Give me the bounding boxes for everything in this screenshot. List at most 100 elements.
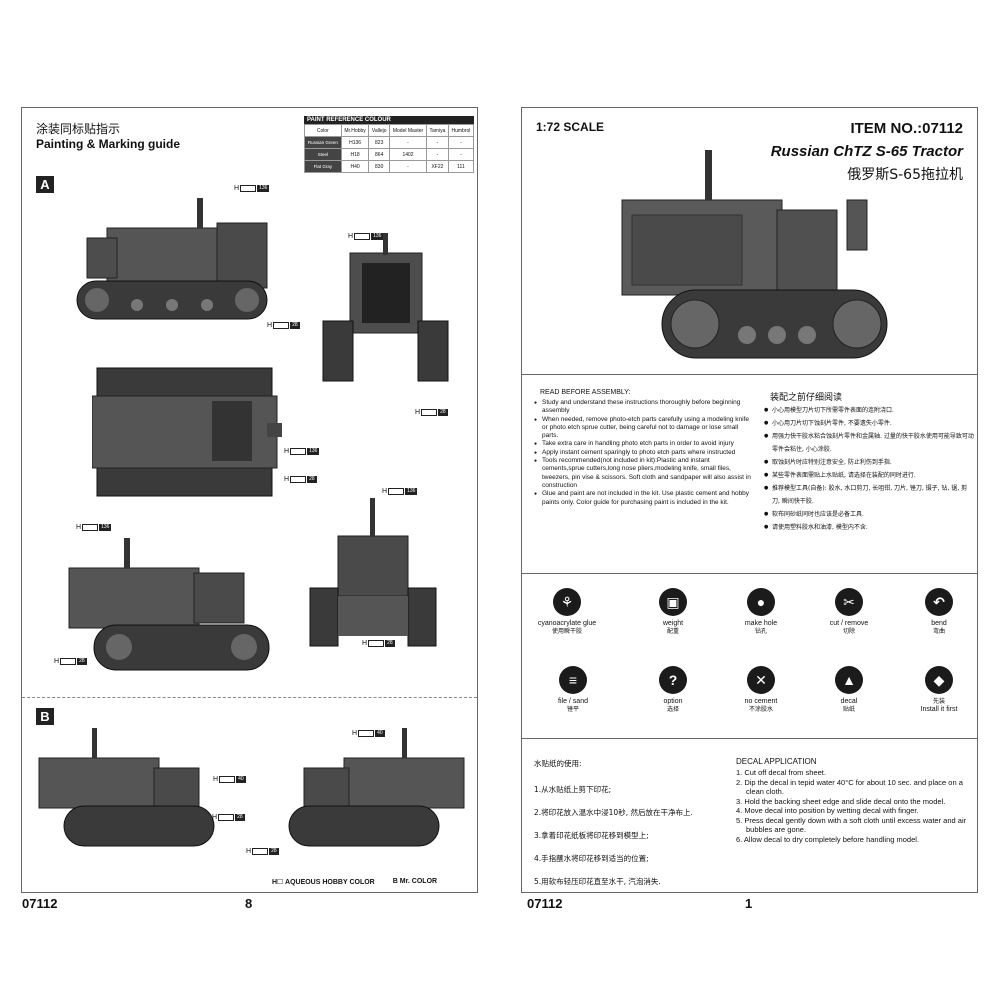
section-divider bbox=[22, 697, 477, 698]
tractor-front-view bbox=[322, 233, 449, 382]
list-item: 5.用软布轻压印花直至水干, 汽泡消失. bbox=[534, 877, 661, 886]
table-cell: 823 bbox=[368, 136, 390, 149]
file-sand-icon: ≡ bbox=[559, 666, 587, 694]
tractor-hero-image bbox=[621, 150, 888, 359]
cut-icon: ✂ bbox=[835, 588, 863, 616]
list-item: 小心用刀片切下蚀刻片零件, 不要遗失小零件. bbox=[764, 417, 974, 430]
read-before-assembly-title-zh: 装配之前仔细阅读 bbox=[770, 393, 843, 403]
list-item: 3. Hold the backing sheet edge and slide… bbox=[736, 796, 946, 806]
legend-mr-color: B Mr. COLOR bbox=[392, 878, 438, 885]
table-row: Russian Green H136 823 - - - bbox=[304, 136, 475, 149]
table-header: Model Master bbox=[388, 124, 428, 137]
divider bbox=[522, 374, 977, 375]
scale-label: 1:72 SCALE bbox=[536, 120, 605, 134]
painting-guide-page: 涂装同标贴指示 Painting & Marking guide PAINT R… bbox=[21, 107, 478, 893]
table-cell: - bbox=[388, 160, 428, 173]
list-item: 取蚀刻片时应特别注意安全, 防止利伤到手指. bbox=[764, 456, 974, 469]
table-row: Steel H18 864 1402 - - bbox=[304, 148, 475, 161]
read-before-assembly-list: Study and understand these instructions … bbox=[534, 399, 752, 507]
list-item: 1.从水贴纸上剪下印花; bbox=[534, 785, 612, 794]
paint-table-caption: PAINT REFERENCE COLOUR bbox=[304, 116, 474, 124]
drill-icon: ● bbox=[747, 588, 775, 616]
model-name: Russian ChTZ S-65 Tractor bbox=[770, 143, 963, 160]
list-item: 推荐模型工具(自备): 胶水, 水口剪刀, 长咀钳, 刀片, 锉刀, 镊子, 钻… bbox=[764, 482, 974, 508]
list-item: 某些零件表面需贴上水贴纸, 请选择在装配的同时进行. bbox=[764, 469, 974, 482]
table-header: Tamiya bbox=[426, 124, 449, 137]
table-cell: H18 bbox=[340, 148, 370, 161]
list-item: 4. Move decal into position by wetting d… bbox=[736, 806, 919, 815]
table-header: Color bbox=[304, 124, 342, 137]
tractor-variant-b-right bbox=[288, 728, 465, 847]
tractor-variant-b-left bbox=[38, 728, 215, 847]
question-icon: ? bbox=[659, 666, 687, 694]
bend-icon: ↶ bbox=[925, 588, 953, 616]
legend-aqueous: H☐ AQUEOUS HOBBY COLOR bbox=[272, 879, 375, 886]
section-a-badge: A bbox=[36, 176, 54, 193]
table-header: Humbrol bbox=[447, 124, 475, 137]
table-cell: 1402 bbox=[388, 148, 428, 161]
read-before-assembly-title: READ BEFORE ASSEMBLY: bbox=[540, 389, 631, 396]
decal-application-title: DECAL APPLICATION bbox=[736, 757, 817, 766]
table-cell: XF22 bbox=[426, 160, 449, 173]
list-item: 3.拿着印花纸板将印花移到模型上; bbox=[534, 831, 649, 840]
tractor-rear-perspective-view bbox=[68, 538, 270, 671]
table-cell: - bbox=[426, 136, 449, 149]
tractor-top-view bbox=[92, 367, 282, 497]
list-item: Take extra care in handling photo etch p… bbox=[534, 440, 752, 449]
paint-reference-table: PAINT REFERENCE COLOUR Color Mr.Hobby Va… bbox=[304, 116, 475, 173]
list-item: 请使用塑料胶水和油漆, 模型内不含. bbox=[764, 521, 974, 534]
cover-page: 1:72 SCALE ITEM NO.:07112 Russian ChTZ S… bbox=[521, 107, 978, 893]
table-header: Mr.Hobby bbox=[340, 124, 370, 137]
table-cell: Steel bbox=[304, 148, 342, 161]
divider bbox=[522, 738, 977, 739]
color-legend: H☐ AQUEOUS HOBBY COLOR B Mr. COLOR bbox=[272, 878, 437, 886]
table-cell: H40 bbox=[340, 160, 370, 173]
decal-application-steps: 1. Cut off decal from sheet. 2. Dip the … bbox=[736, 768, 972, 844]
list-item: When needed, remove photo-etch parts car… bbox=[534, 416, 752, 441]
footer-page-right: 1 bbox=[745, 896, 753, 911]
table-cell: 830 bbox=[368, 160, 390, 173]
table-row: Flat Gray H40 830 - XF22 111 bbox=[304, 160, 475, 173]
footer-item-left: 07112 bbox=[22, 896, 58, 911]
list-item: Tools recommended(not included in kit):P… bbox=[534, 457, 752, 490]
page-title-zh: 涂装同标贴指示 bbox=[36, 122, 121, 136]
tractor-rear-view bbox=[309, 498, 437, 647]
list-item: 小心用模型刀片切下所需零件表面的连附浇口. bbox=[764, 404, 974, 417]
table-cell: - bbox=[447, 136, 475, 149]
read-before-assembly-list-zh: 小心用模型刀片切下所需零件表面的连附浇口. 小心用刀片切下蚀刻片零件, 不要遗失… bbox=[764, 404, 974, 534]
table-cell: - bbox=[447, 148, 475, 161]
list-item: 2. Dip the decal in tepid water 40°C for… bbox=[736, 777, 963, 797]
table-header: Vallejo bbox=[368, 124, 390, 137]
install-first-icon: ◆ bbox=[925, 666, 953, 694]
list-item: 1. Cut off decal from sheet. bbox=[736, 768, 826, 777]
table-cell: H136 bbox=[340, 136, 370, 149]
list-item: 5. Press decal gently down with a soft c… bbox=[736, 815, 967, 835]
footer-item-right: 07112 bbox=[527, 896, 563, 911]
glue-drop-icon: ⚘ bbox=[553, 588, 581, 616]
list-item: Apply instant cement sparingly to photo … bbox=[534, 449, 752, 458]
model-name-zh: 俄罗斯S-65拖拉机 bbox=[847, 167, 963, 183]
weight-icon: ▣ bbox=[659, 588, 687, 616]
table-cell: Russian Green bbox=[304, 136, 342, 149]
tractor-side-view bbox=[76, 198, 268, 320]
list-item: Study and understand these instructions … bbox=[534, 399, 752, 416]
list-item: 6. Allow decal to dry completely before … bbox=[736, 834, 920, 844]
